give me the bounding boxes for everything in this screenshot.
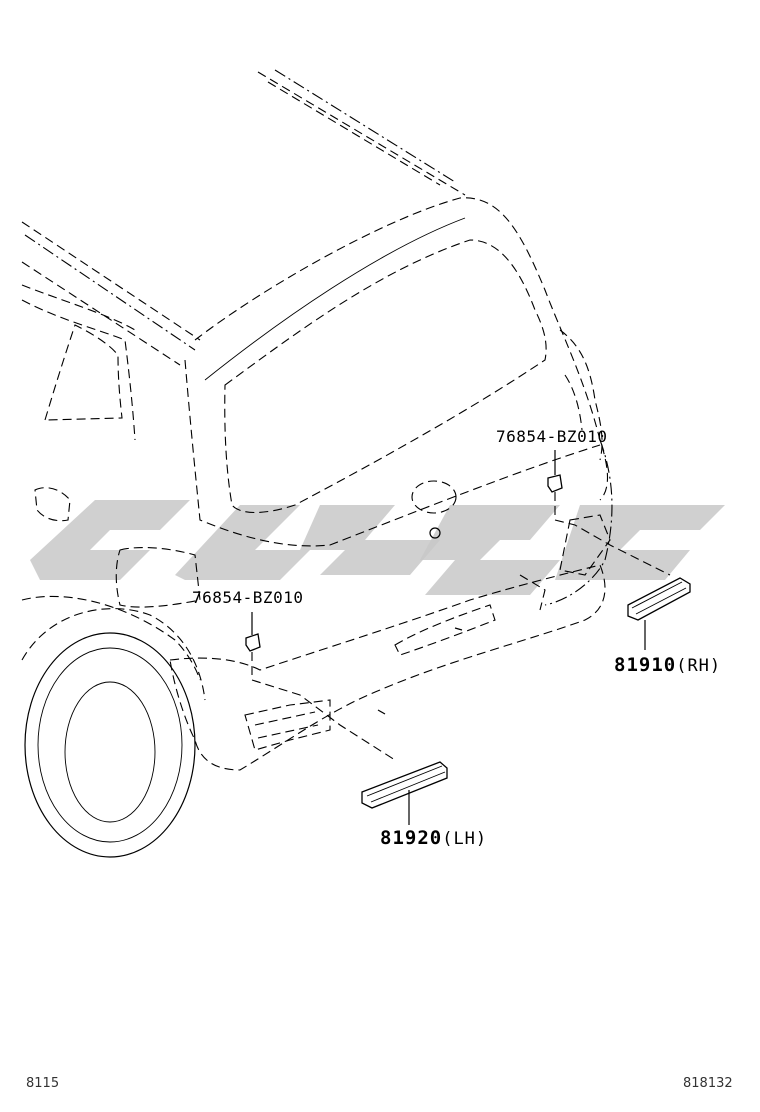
- right-body-side: [544, 329, 613, 606]
- clip-lower: [245, 612, 396, 761]
- watermark-shape-5: [555, 505, 725, 580]
- footer-right-code: 818132: [683, 1076, 733, 1091]
- left-body-side: [21, 284, 201, 681]
- footer-left-code: 8115: [26, 1076, 60, 1091]
- clip-upper-label: 76854-BZ010: [496, 427, 608, 446]
- vehicle-roof: [21, 69, 466, 366]
- reflector-rh-label: 81910(RH): [614, 654, 721, 676]
- reflector-lh-side: (LH): [442, 829, 488, 849]
- watermark-shape-1: [30, 500, 190, 580]
- watermark-shape-2: [175, 505, 310, 580]
- reflector-rh-number: 81910: [614, 654, 677, 676]
- reflector-rh-side: (RH): [676, 656, 722, 676]
- clip-upper: [547, 450, 671, 576]
- rear-bumper: [169, 564, 606, 771]
- rear-wheel: [21, 608, 206, 858]
- watermark-shape-3: [300, 505, 440, 575]
- reflector-lh-label: 81920(LH): [380, 827, 487, 849]
- rear-hatch: [184, 197, 608, 547]
- reflector-lh-number: 81920: [380, 827, 443, 849]
- watermark-logo: [30, 500, 725, 595]
- reflector-lh: [361, 761, 448, 825]
- reflector-rh: [627, 577, 691, 650]
- clip-lower-label: 76854-BZ010: [192, 588, 304, 607]
- watermark-shape-4: [420, 505, 560, 595]
